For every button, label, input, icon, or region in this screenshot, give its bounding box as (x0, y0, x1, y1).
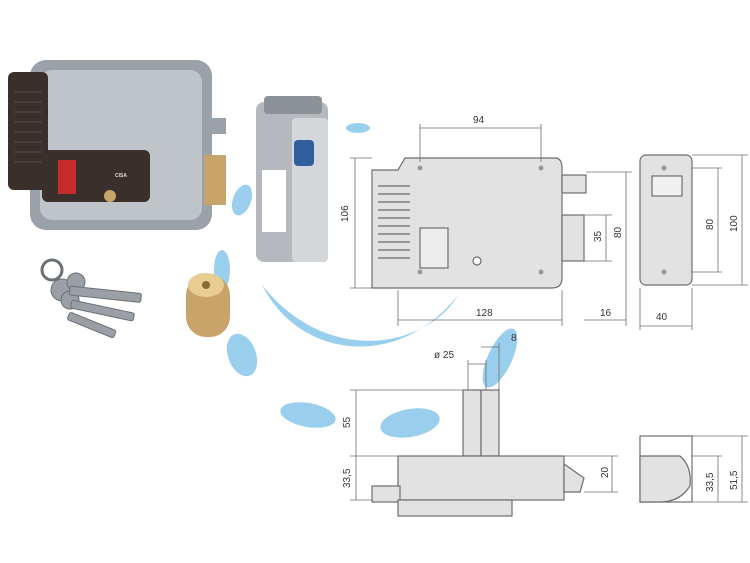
side-body (639, 154, 693, 286)
dim-side-depth: 40 (656, 312, 668, 323)
swoosh-arc (262, 285, 458, 347)
striker-front (292, 118, 328, 262)
key-ring (40, 258, 64, 282)
lock-bolt-upper (208, 118, 226, 134)
dim-side-bottom-total: 51,5 (729, 470, 740, 490)
key-blade (68, 285, 142, 303)
dim-bottom-right-height: 20 (600, 466, 611, 478)
dim-top-width: 94 (473, 115, 485, 126)
dim-side-height-outer: 100 (729, 215, 740, 232)
front-screw-holes (417, 165, 544, 275)
dim-body-width: 128 (476, 308, 493, 319)
front-bolt-rect (561, 214, 585, 262)
plate-ribs (14, 91, 42, 163)
lock-brand-label: CISA (115, 173, 127, 179)
front-ribs (378, 185, 410, 259)
side-slot (651, 175, 683, 197)
swoosh-droplet (231, 184, 253, 216)
dim-side-bottom-depth: 33,5 (705, 472, 716, 492)
dim-bottom-depth: 33,5 (342, 468, 353, 488)
keys-photo (40, 258, 142, 339)
dim-bolt-projection: 55 (342, 416, 353, 428)
dim-inner-height: 80 (613, 226, 624, 238)
front-inner-button (419, 227, 449, 269)
lock-red-button (58, 160, 76, 194)
cylinder-photo (186, 273, 230, 337)
bottom-handle (563, 462, 585, 493)
swoosh-droplet (482, 328, 518, 388)
dim-cylinder-diameter: ø 25 (434, 350, 454, 361)
bottom-view-drawing (371, 389, 585, 517)
front-latch-rect (561, 174, 587, 194)
side-dimension-lines (639, 154, 748, 330)
bottom-dimension-lines (350, 343, 618, 501)
striker-label (262, 170, 286, 232)
bottom-body (397, 455, 565, 501)
dim-side-height-inner: 80 (705, 218, 716, 230)
striker-slot (294, 140, 314, 166)
bottom-bolt-left (462, 389, 482, 457)
dim-height-overall: 106 (340, 205, 351, 222)
side-bottom-dimension-lines (692, 435, 748, 503)
striker-photo (256, 96, 328, 262)
key-blade (67, 312, 117, 339)
cylinder-keyway-icon (202, 281, 210, 289)
swoosh-droplet (380, 408, 440, 438)
striker-top (264, 96, 322, 114)
dim-right-offset: 16 (600, 308, 612, 319)
key-blade (70, 299, 135, 322)
side-bottom-view-drawing (639, 435, 693, 503)
swoosh-droplet (226, 333, 258, 377)
side-bottom-body (639, 455, 691, 503)
dim-bolt-throw: 8 (511, 333, 517, 344)
lock-bolt-brass (204, 155, 226, 205)
side-screw-holes (661, 165, 667, 275)
bottom-bolt-right (480, 389, 500, 457)
bottom-plate (371, 485, 401, 503)
front-dimension-lines (350, 124, 632, 326)
side-view-drawing (639, 154, 693, 286)
front-body-outline (371, 157, 563, 289)
front-view-drawing (371, 157, 587, 289)
lock-keyhole-icon (104, 190, 116, 202)
swoosh-droplet (346, 123, 370, 133)
swoosh-droplet (280, 402, 336, 428)
dim-bolt-height: 35 (593, 230, 604, 242)
front-keyhole-icon (472, 256, 482, 266)
bottom-base (397, 499, 513, 517)
lock-photo: CISA (8, 60, 226, 230)
